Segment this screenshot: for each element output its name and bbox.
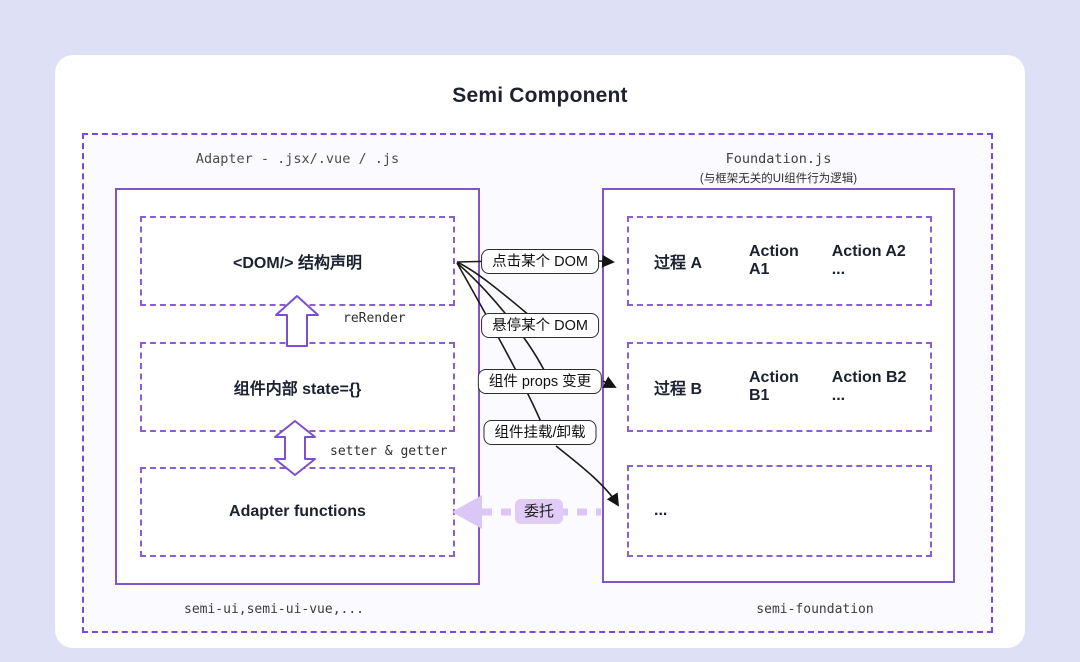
- process-a-name: 过程 A: [654, 255, 703, 272]
- foundation-more-box: ...: [627, 465, 932, 557]
- rerender-label: reRender: [343, 311, 406, 326]
- process-b-name: 过程 B: [654, 381, 703, 398]
- foundation-header: Foundation.js: [725, 151, 832, 167]
- adapter-functions-box: Adapter functions: [140, 467, 455, 557]
- foundation-process-b-box: 过程 B Action B1 Action B2 ...: [627, 342, 932, 432]
- foundation-subheader: (与框架无关的UI组件行为逻辑): [699, 173, 858, 185]
- foundation-footer: semi-foundation: [756, 602, 874, 617]
- foundation-process-a-box: 过程 A Action A1 Action A2 ...: [627, 216, 932, 306]
- process-a-action-2: Action A2 ...: [831, 243, 906, 278]
- adapter-dom-box-label: <DOM/> 结构声明: [233, 255, 362, 272]
- adapter-dom-box: <DOM/> 结构声明: [140, 216, 455, 306]
- process-b-action-2: Action B2 ...: [831, 369, 907, 404]
- event-props-change: 组件 props 变更: [477, 369, 603, 394]
- adapter-state-box-label: 组件内部 state={}: [233, 381, 362, 398]
- event-hover-dom: 悬停某个 DOM: [481, 313, 599, 338]
- foundation-more-label: ...: [654, 502, 668, 519]
- event-click-dom: 点击某个 DOM: [481, 249, 599, 274]
- setter-getter-label: setter & getter: [330, 444, 448, 459]
- delegate-label: 委托: [514, 499, 564, 524]
- page-title: Semi Component: [452, 84, 628, 107]
- adapter-state-box: 组件内部 state={}: [140, 342, 455, 432]
- event-mount-unmount: 组件挂载/卸载: [483, 420, 597, 445]
- process-b-action-1: Action B1: [749, 369, 799, 404]
- adapter-header: Adapter - .jsx/.vue / .js: [195, 151, 400, 167]
- adapter-functions-box-label: Adapter functions: [229, 503, 366, 520]
- process-a-action-1: Action A1: [749, 243, 799, 278]
- adapter-footer: semi-ui,semi-ui-vue,...: [183, 602, 365, 617]
